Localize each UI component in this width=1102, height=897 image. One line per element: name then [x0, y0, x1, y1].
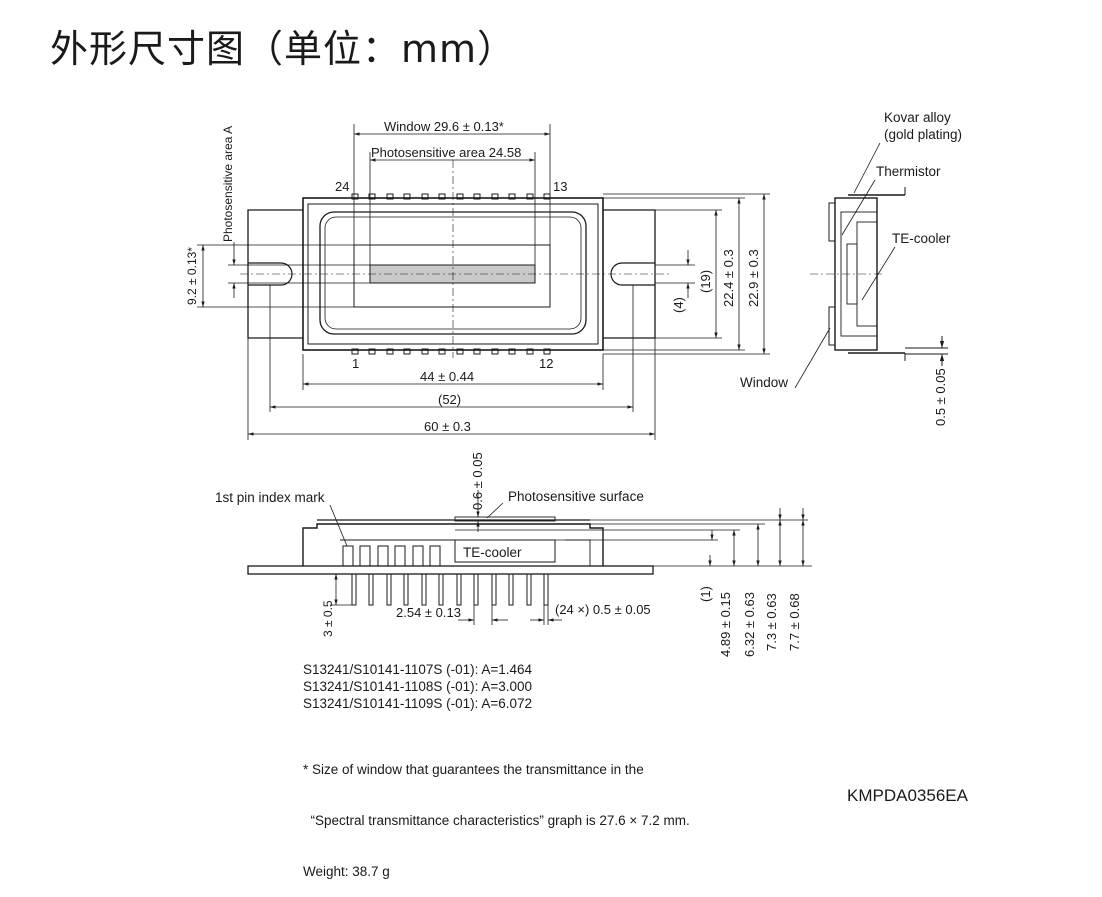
top-dimensions: [197, 124, 770, 440]
dim-4-89-label: 4.89 ± 0.15: [718, 592, 733, 657]
kovar-alloy-label: Kovar alloy: [884, 110, 951, 125]
left-slot: [248, 262, 293, 286]
thermistor-label: Thermistor: [876, 164, 941, 179]
base-plate: [247, 565, 654, 575]
photosensitive-surface-label: Photosensitive surface: [508, 489, 644, 504]
dim-1-label: (1): [698, 586, 713, 602]
model-line: S13241/S10141-1109S (-01): A=6.072: [303, 696, 533, 711]
pin-12-label: 12: [539, 356, 553, 371]
dim-9-2-label: 9.2 ± 0.13*: [185, 247, 199, 305]
model-line: S13241/S10141-1108S (-01): A=3.000: [303, 679, 533, 694]
dim-4-label: (4): [671, 297, 686, 313]
weight-line: Weight: 38.7 g: [303, 864, 390, 879]
dim-52-label: (52): [438, 392, 461, 407]
pin-1-label: 1: [352, 356, 359, 371]
side-view: [794, 142, 948, 389]
dim-0-5-label: 0.5 ± 0.05: [933, 368, 948, 426]
dim-22-9-label: 22.9 ± 0.3: [746, 249, 761, 307]
right-flange: [603, 209, 656, 339]
dim-0-6-label: 0.6 ± 0.05: [470, 452, 485, 510]
dim-19-label: (19): [698, 270, 713, 293]
footnotes: * Size of window that guarantees the tra…: [303, 727, 690, 897]
dim-7-7-label: 7.7 ± 0.68: [787, 593, 802, 651]
page-title: 外形尺寸图（单位：mm）: [50, 27, 517, 71]
dim-6-32-label: 6.32 ± 0.63: [742, 592, 757, 657]
right-slot: [610, 262, 655, 286]
te-cooler-side-label: TE-cooler: [892, 231, 951, 246]
drawing-code: KMPDA0356EA: [847, 786, 968, 805]
dim-60-label: 60 ± 0.3: [424, 419, 471, 434]
front-pins: [351, 574, 549, 606]
gold-plating-label: (gold plating): [884, 127, 962, 142]
top-view: [240, 160, 670, 358]
pin-index-mark-label: 1st pin index mark: [215, 490, 325, 505]
pin-24-label: 24: [335, 179, 349, 194]
photosensitive-area-dim-label: Photosensitive area 24.58: [371, 145, 521, 160]
outline-drawing: Window 29.6 ± 0.13* Photosensitive area …: [185, 110, 962, 657]
dim-2-54-label: 2.54 ± 0.13: [396, 605, 461, 620]
dim-7-3-label: 7.3 ± 0.63: [764, 593, 779, 651]
te-cooler-block: [454, 539, 556, 563]
dim-22-4-label: 22.4 ± 0.3: [721, 249, 736, 307]
window-side-label: Window: [740, 375, 788, 390]
photosensitive-frame: [353, 244, 551, 308]
pin-13-label: 13: [553, 179, 567, 194]
dim-24x-label: (24 ×) 0.5 ± 0.05: [555, 602, 651, 617]
top-pins: [351, 193, 551, 355]
te-cooler-front-label: TE-cooler: [463, 545, 522, 560]
model-list: S13241/S10141-1107S (-01): A=1.464 S1324…: [303, 661, 532, 712]
front-dimensions: [329, 490, 812, 625]
footnote-line: “Spectral transmittance characteristics”…: [303, 813, 690, 828]
dim-44-label: 44 ± 0.44: [420, 369, 474, 384]
photosensitive-area-a-label: Photosensitive area A: [221, 126, 235, 242]
front-view: [247, 516, 654, 575]
footnote-line: * Size of window that guarantees the tra…: [303, 762, 644, 777]
dim-3-label: 3 ± 0.5: [321, 600, 335, 637]
window-dim-label: Window 29.6 ± 0.13*: [384, 119, 504, 134]
model-line: S13241/S10141-1107S (-01): A=1.464: [303, 662, 533, 677]
